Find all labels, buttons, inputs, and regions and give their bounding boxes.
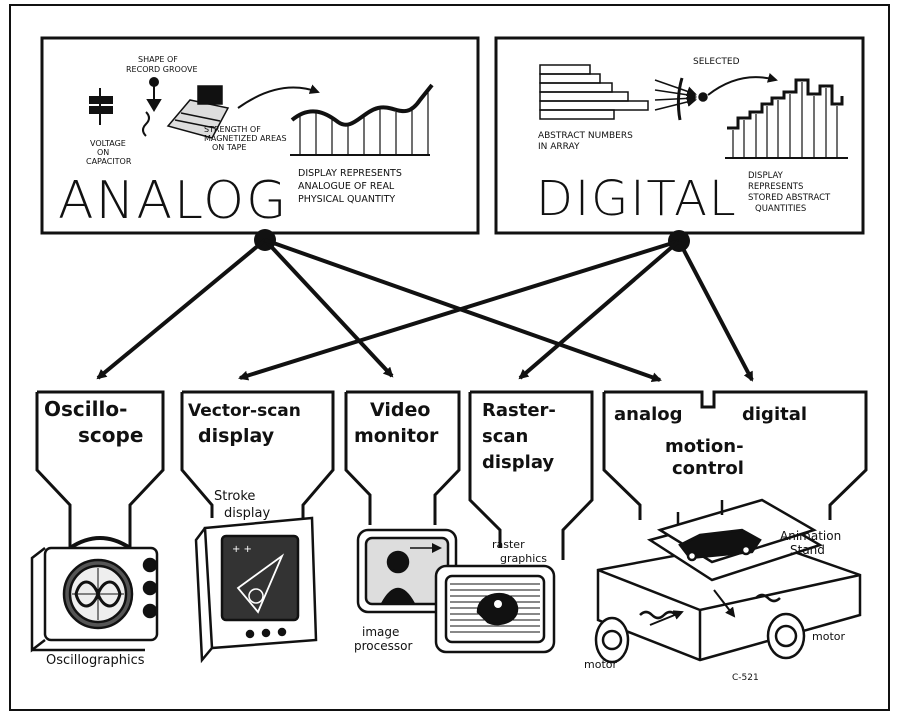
device-funnels bbox=[35, 390, 868, 560]
motion-digital-label: digital bbox=[742, 404, 807, 425]
motion-analog-label: analog bbox=[614, 404, 683, 425]
groove-label-1: SHAPE OF bbox=[138, 55, 178, 64]
outer-frame bbox=[9, 4, 890, 711]
vector-label-2: display bbox=[198, 425, 275, 447]
video-label-2: monitor bbox=[354, 425, 439, 447]
oscilloscope-illustration bbox=[30, 536, 159, 653]
funnel-vector bbox=[180, 390, 335, 518]
oscillographics-caption: Oscillographics bbox=[46, 653, 145, 668]
digital-display-2: REPRESENTS bbox=[748, 182, 803, 192]
arrow-digital-vector bbox=[238, 239, 680, 381]
capacitor-icon bbox=[89, 88, 113, 125]
digital-panel: ABSTRACT NUMBERS IN ARRAY SELECTED DIGIT… bbox=[494, 36, 865, 235]
funnel-video bbox=[344, 390, 461, 525]
record-groove-icon bbox=[142, 77, 162, 137]
raster-screen-illustration bbox=[434, 564, 556, 654]
raster-graphics-caption-2: graphics bbox=[500, 552, 547, 565]
voltage-label-2: ON bbox=[97, 148, 109, 157]
video-monitor-illustration bbox=[356, 528, 458, 614]
voltage-label-1: VOLTAGE bbox=[90, 139, 126, 148]
motion-label-2: control bbox=[672, 458, 744, 479]
animation-caption-2: Stand bbox=[790, 543, 825, 557]
funnel-raster bbox=[468, 390, 594, 560]
motor-right-caption: motor bbox=[812, 630, 845, 643]
image-caption-2: processor bbox=[354, 639, 412, 653]
number-array-icon bbox=[539, 64, 649, 120]
analog-display-3: PHYSICAL QUANTITY bbox=[298, 194, 395, 205]
arrow-digital-motion bbox=[677, 240, 754, 382]
digital-display-1: DISPLAY bbox=[748, 171, 784, 181]
tape-label-3: ON TAPE bbox=[212, 143, 246, 152]
connector-arrows bbox=[96, 238, 754, 383]
arrow-analog-oscilloscope bbox=[96, 238, 267, 380]
groove-label-2: RECORD GROOVE bbox=[126, 65, 198, 74]
motor-left-caption: motor bbox=[584, 658, 617, 671]
arrow-digital-raster bbox=[518, 239, 681, 380]
numbers-label-2: IN ARRAY bbox=[538, 142, 580, 152]
image-caption-1: image bbox=[362, 625, 399, 639]
vector-display-illustration: + + bbox=[194, 516, 318, 664]
svg-text:+ +: + + bbox=[232, 544, 252, 555]
tape-label-1: STRENGTH OF bbox=[204, 125, 261, 134]
raster-label-2: scan bbox=[482, 426, 528, 447]
analog-display-1: DISPLAY REPRESENTS bbox=[298, 168, 402, 179]
magnetic-tape-icon bbox=[166, 85, 230, 139]
oscilloscope-label-2: scope bbox=[78, 423, 143, 447]
voltage-label-3: CAPACITOR bbox=[86, 157, 132, 166]
digital-display-4: QUANTITIES bbox=[755, 204, 806, 214]
funnel-oscilloscope bbox=[35, 390, 165, 548]
curved-arrow-icon bbox=[237, 84, 320, 109]
selector-arrows-icon bbox=[654, 73, 778, 121]
selected-label: SELECTED bbox=[693, 57, 740, 67]
raster-graphics-caption-1: raster bbox=[492, 538, 525, 551]
digital-display-3: STORED ABSTRACT bbox=[748, 193, 831, 203]
video-label-1: Video bbox=[370, 399, 430, 421]
analog-wave-icon bbox=[290, 83, 434, 156]
analog-panel: VOLTAGE ON CAPACITOR SHAPE OF RECORD GRO… bbox=[40, 36, 480, 235]
stroke-caption-2: display bbox=[224, 506, 270, 521]
oscilloscope-label-1: Oscillo- bbox=[44, 397, 127, 421]
analog-display-2: ANALOGUE OF REAL bbox=[298, 181, 395, 192]
arrow-analog-video bbox=[263, 238, 394, 378]
digital-title: DIGITAL bbox=[536, 171, 738, 227]
numbers-label-1: ABSTRACT NUMBERS bbox=[538, 131, 633, 141]
stroke-caption-1: Stroke bbox=[214, 489, 255, 504]
funnel-motion bbox=[602, 390, 868, 520]
vector-label-1: Vector-scan bbox=[188, 401, 301, 421]
digital-step-icon bbox=[725, 78, 848, 159]
animation-caption-1: Animation bbox=[780, 529, 841, 543]
tape-label-2: MAGNETIZED AREAS bbox=[204, 134, 287, 143]
analog-title: ANALOG bbox=[58, 171, 288, 231]
raster-label-3: display bbox=[482, 452, 554, 473]
animation-stand-illustration bbox=[594, 498, 862, 664]
motion-label-1: motion- bbox=[665, 436, 744, 457]
code-caption: C-521 bbox=[732, 673, 759, 683]
raster-label-1: Raster- bbox=[482, 400, 556, 421]
